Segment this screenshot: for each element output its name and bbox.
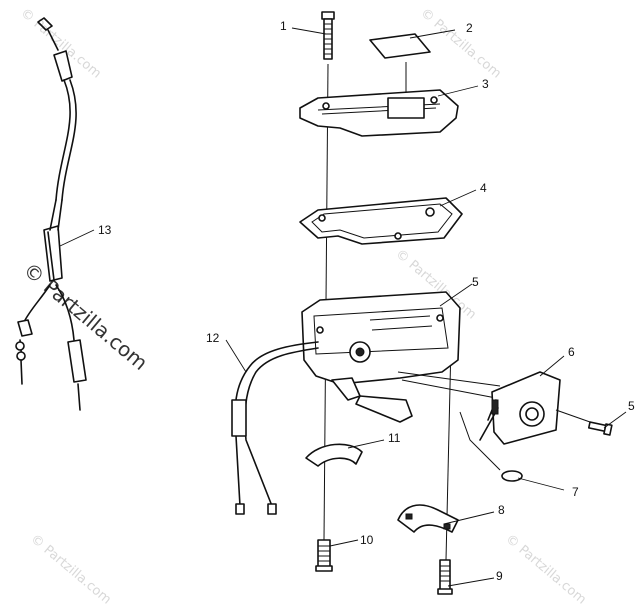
callout-10: 10 xyxy=(360,533,374,547)
callout-4: 4 xyxy=(480,181,487,195)
callout-2: 2 xyxy=(466,21,473,35)
gasket xyxy=(299,197,463,245)
screw-switch xyxy=(555,409,613,436)
watermark: © Partzilla.com xyxy=(27,532,113,608)
callout-5-screw: 5 xyxy=(628,399,635,413)
callout-9: 9 xyxy=(496,569,503,583)
callout-5-housing: 5 xyxy=(472,275,479,289)
throttle-housing xyxy=(301,291,461,423)
watermarks-light: © Partzilla.com © Partzilla.com © Partzi… xyxy=(17,6,588,608)
indicator-bulb xyxy=(459,411,523,482)
callout-3: 3 xyxy=(482,77,489,91)
wire-harness xyxy=(231,341,319,515)
decal xyxy=(369,33,431,59)
callout-8: 8 xyxy=(498,503,505,517)
watermark-large: © Partzilla.com xyxy=(19,257,153,375)
screw-top xyxy=(321,11,335,60)
callout-1: 1 xyxy=(280,19,287,33)
callout-labels: 1 2 3 4 5 5 6 7 8 9 10 11 12 13 xyxy=(98,19,635,583)
callout-7: 7 xyxy=(572,485,579,499)
watermark: © Partzilla.com xyxy=(502,532,588,608)
cover-plate xyxy=(299,89,459,137)
leader-lines xyxy=(59,27,627,587)
retaining-clip xyxy=(305,443,363,467)
throttle-cable xyxy=(15,17,87,411)
kill-switch xyxy=(397,371,561,445)
callout-13: 13 xyxy=(98,223,112,237)
callout-12: 12 xyxy=(206,331,220,345)
callout-6: 6 xyxy=(568,345,575,359)
handlebar-clamp xyxy=(397,504,459,533)
callout-11: 11 xyxy=(388,431,401,445)
screw-bottom-right xyxy=(437,559,453,595)
screw-bottom-left xyxy=(315,539,333,572)
watermark: © Partzilla.com xyxy=(417,6,503,82)
